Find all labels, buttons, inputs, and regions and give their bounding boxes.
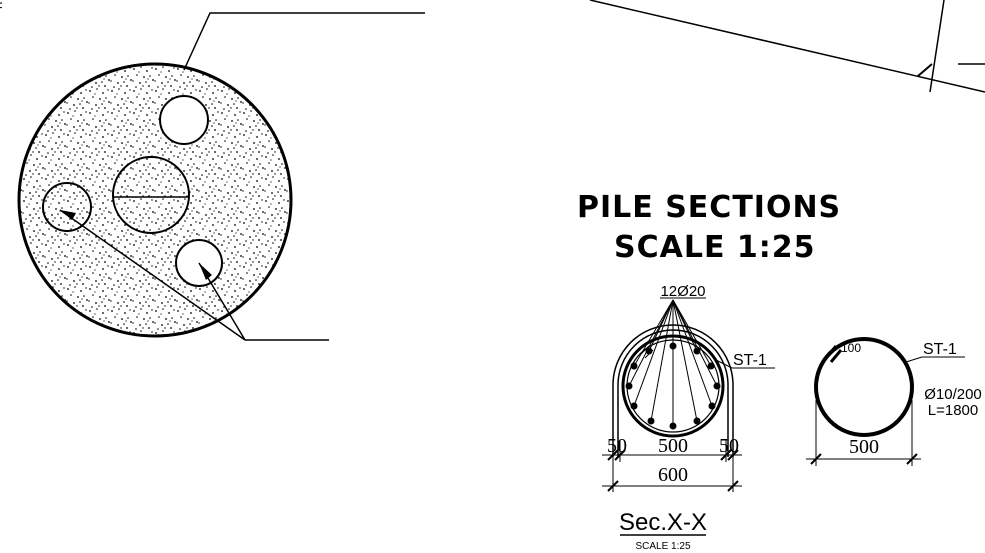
opening-center [112,156,190,234]
sheet-title-line2: SCALE 1:25 [614,230,816,265]
dim-cover-right: 50 [719,435,739,457]
tick-mark [917,63,933,77]
section-xx: 12Ø20 ST-1 50 500 50 600 Sec.X-X SCALE 1… [602,283,775,552]
hook-mark [640,345,654,359]
leader-arrow-bottom [199,263,212,280]
stirrup-leader [715,359,733,369]
detail-leader [905,356,923,363]
hook-length-label: 100 [841,341,861,355]
rebar-leaders [628,299,718,426]
sheet-title-line1: PILE SECTIONS [577,190,842,225]
vertical-extension [929,0,945,93]
section-scale: SCALE 1:25 [635,541,690,552]
leader-arrow-left [60,210,76,220]
dim-cover-left: 50 [607,435,627,457]
detail-spec-line1: Ø10/200 [924,386,982,403]
sloped-line [589,0,985,93]
stirrup-ring [814,337,914,437]
leader-line-top [183,12,425,71]
dim-overall: 600 [658,464,688,486]
stirrup-detail: 100 ST-1 Ø10/200 L=1800 500 [806,337,982,466]
section-title: Sec.X-X [619,509,707,536]
opening-left [42,182,92,232]
dim-ticks [607,449,739,492]
top-left-mark: F [0,0,3,15]
detail-stirrup-label: ST-1 [923,341,957,358]
rebar-label: 12Ø20 [660,283,705,300]
detail-dim-ticks [810,453,918,465]
stirrup-label: ST-1 [733,352,767,369]
opening-top [159,95,209,145]
dim-core: 500 [658,435,688,457]
detail-spec-line2: L=1800 [928,402,978,419]
top-right-fragment [589,0,985,93]
detail-dim-diameter: 500 [849,436,879,458]
stirrup-hook [824,345,843,363]
pile-outline [17,62,293,338]
pile-plan-view [17,12,425,341]
leader-line-bottom-a [59,209,246,341]
